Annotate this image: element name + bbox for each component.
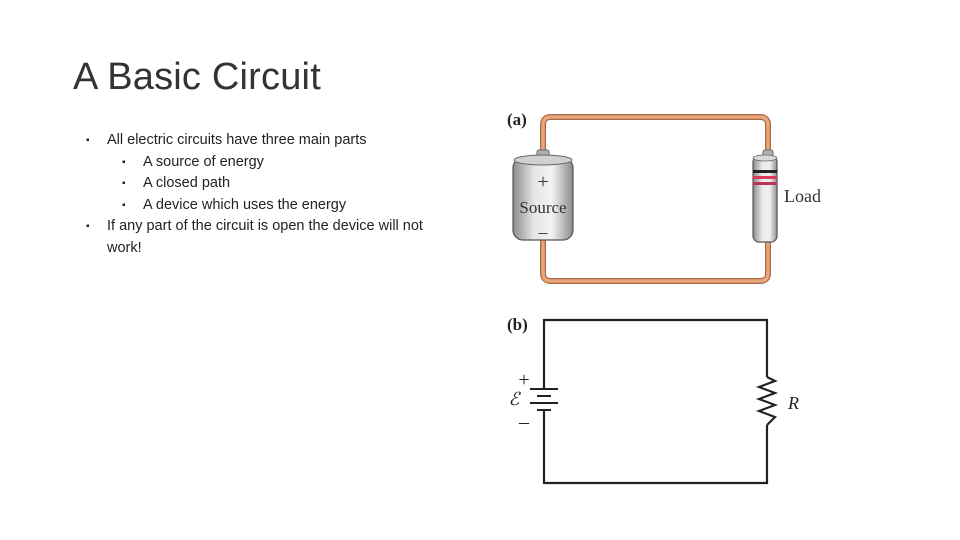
emf-minus-sign: – [518,411,530,433]
load-resistor [752,149,778,243]
emf-plus-sign: + [518,369,529,391]
bullet-text: A closed path [143,175,231,191]
resistor-symbol [755,376,779,426]
figure-a-label: (a) [507,110,527,129]
battery-label: Source [519,198,566,217]
bullet-text: All electric circuits have three main pa… [107,132,367,148]
bullet-marker: ▪ [122,156,126,168]
sub-bullet-item: ▪ A closed path [86,173,456,195]
emf-symbol: ℰ [509,389,522,409]
bullet-marker: ▪ [86,221,90,232]
bullet-list: ▪ All electric circuits have three main … [86,130,456,259]
sub-bullet-item: ▪ A source of energy [86,152,456,174]
battery-symbol [530,388,558,411]
bullet-marker: ▪ [86,135,90,146]
bullet-marker: ▪ [122,199,126,211]
battery-minus-sign: – [538,222,549,242]
bullet-text: A device which uses the energy [143,196,347,213]
battery: + Source – [512,149,574,242]
bullet-text: A source of energy [143,153,264,170]
figure-b-label: (b) [507,315,528,334]
slide-title: A Basic Circuit [73,56,321,98]
schematic-wire [542,318,769,485]
resistor-label: R [787,393,799,413]
sub-bullet-item: ▪ A device which uses the energy [86,195,456,217]
load-label: Load [784,186,821,206]
bullet-item: ▪ If any part of the circuit is open the… [86,216,456,259]
battery-plus-sign: + [537,171,548,193]
bullet-item: ▪ All electric circuits have three main … [86,130,456,152]
bullet-marker: ▪ [122,178,126,189]
bullet-text: If any part of the circuit is open the d… [107,218,423,256]
